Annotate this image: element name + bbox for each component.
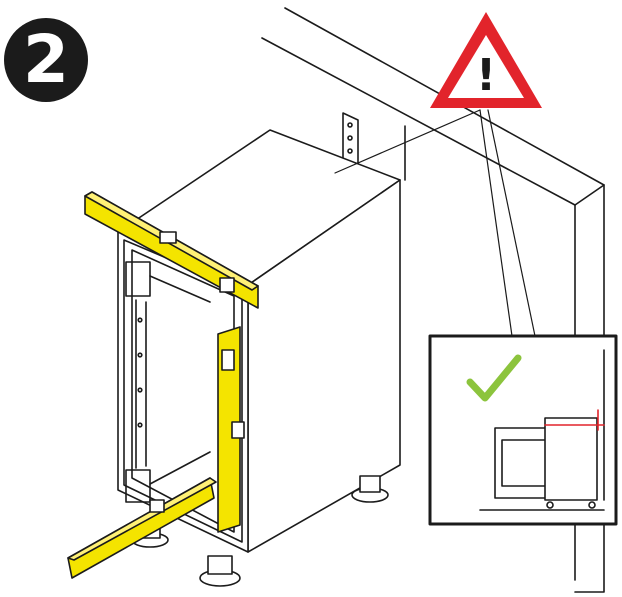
checkmark-icon <box>466 354 522 402</box>
callout-lines <box>334 109 536 337</box>
warning-symbol: ! <box>476 50 496 101</box>
warning-triangle-icon: ! <box>430 12 542 108</box>
spirit-levels <box>67 191 259 579</box>
level-vertical <box>217 326 245 533</box>
detail-inset <box>428 334 618 526</box>
level-bottom <box>67 477 217 579</box>
level-top <box>84 191 259 309</box>
cabinet <box>117 129 401 553</box>
step-number-badge: 2 <box>4 18 88 102</box>
